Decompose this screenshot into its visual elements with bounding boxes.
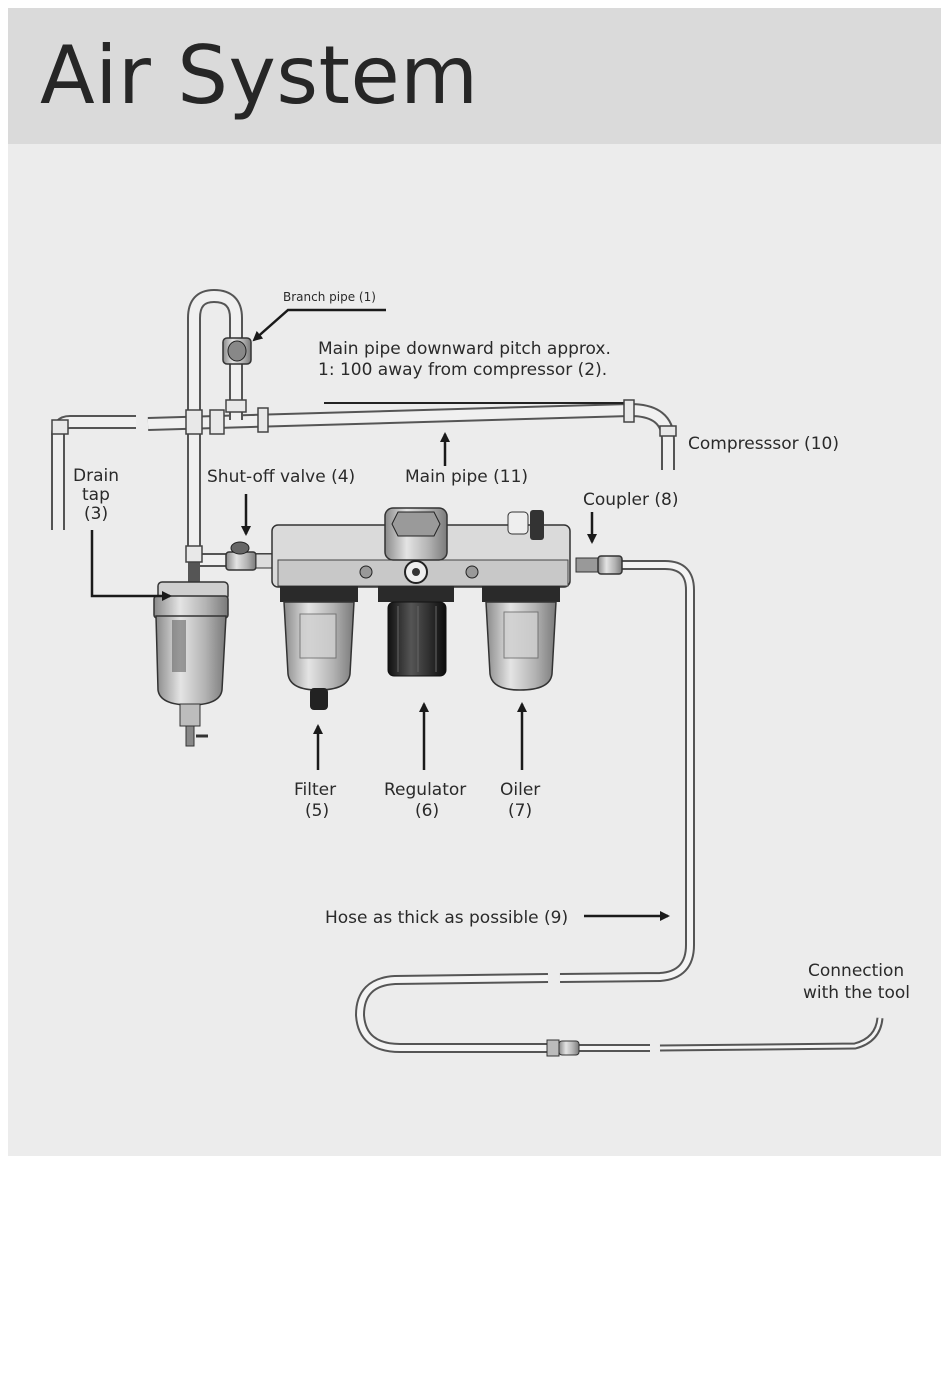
label-regulator-line1: Regulator xyxy=(384,780,466,800)
drain-collector xyxy=(154,582,228,746)
label-pitch-line2: 1: 100 away from compressor (2). xyxy=(318,360,607,380)
label-connection-line1: Connection xyxy=(808,961,904,981)
label-drain-line3: (3) xyxy=(84,504,108,524)
label-main-pipe: Main pipe (11) xyxy=(405,467,528,487)
label-oiler-line1: Oiler xyxy=(500,780,540,800)
label-pitch-line1: Main pipe downward pitch approx. xyxy=(318,339,611,359)
label-filter-line1: Filter xyxy=(294,780,336,800)
branch-union xyxy=(223,338,251,364)
branch-pipe-arrow xyxy=(254,310,386,340)
label-filter-line2: (5) xyxy=(305,801,329,821)
label-compressor: Compresssor (10) xyxy=(688,434,839,454)
label-drain-line1: Drain xyxy=(73,466,119,486)
shut-off-valve xyxy=(226,542,274,570)
label-coupler: Coupler (8) xyxy=(583,490,679,510)
label-hose: Hose as thick as possible (9) xyxy=(325,908,568,928)
label-branch-pipe: Branch pipe (1) xyxy=(283,290,376,304)
coupler xyxy=(576,556,622,574)
label-shut-off-valve: Shut-off valve (4) xyxy=(207,467,355,487)
frl-unit xyxy=(272,508,570,710)
label-oiler-line2: (7) xyxy=(508,801,532,821)
label-drain-line2: tap xyxy=(82,485,110,505)
tool-coupling xyxy=(547,1040,579,1056)
label-regulator-line2: (6) xyxy=(415,801,439,821)
label-connection-line2: with the tool xyxy=(803,983,910,1003)
